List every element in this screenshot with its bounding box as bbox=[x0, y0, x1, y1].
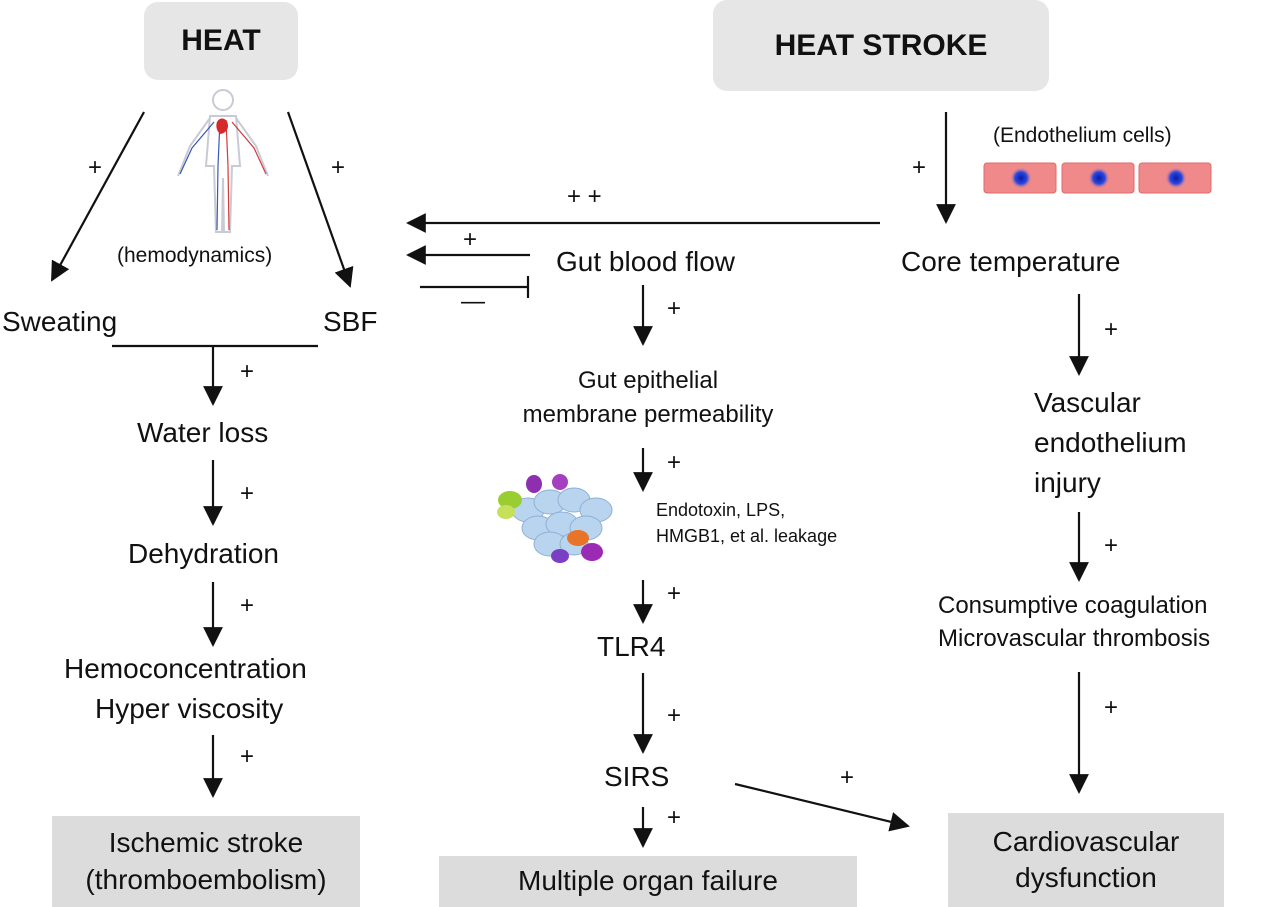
arrow-heat-to-sweating bbox=[51, 111, 145, 282]
plus-sign-hemoconc: + bbox=[240, 592, 255, 619]
endothelium-label: endothelium bbox=[1034, 427, 1187, 458]
tlr4-label: TLR4 bbox=[597, 631, 666, 662]
dysfunction-label: dysfunction bbox=[1015, 862, 1157, 893]
plus-sign-water-loss: + bbox=[240, 358, 255, 385]
endotoxin-line2-label: HMGB1, et al. leakage bbox=[656, 526, 838, 546]
plus-plus-sign: + + bbox=[567, 183, 602, 210]
heat-stroke-header-label: HEAT STROKE bbox=[774, 28, 988, 62]
hemoconcentration-label: Hemoconcentration bbox=[64, 653, 307, 684]
vascular-label: Vascular bbox=[1034, 387, 1141, 418]
dehydration-label: Dehydration bbox=[128, 538, 279, 569]
plus-sign-tlr4: + bbox=[667, 580, 682, 607]
thromboembolism-label: (thromboembolism) bbox=[85, 863, 327, 895]
membrane-permeability-label: membrane permeability bbox=[522, 401, 774, 428]
plus-sign-multiple-organ: + bbox=[667, 804, 682, 831]
minus-sign: — bbox=[461, 288, 485, 315]
sbf-label: SBF bbox=[323, 306, 378, 337]
injury-label: injury bbox=[1034, 467, 1101, 498]
plus-sign-ischemic: + bbox=[240, 743, 255, 770]
plus-sign-heat-sweating: + bbox=[88, 154, 103, 181]
multiple-organ-failure-label: Multiple organ failure bbox=[518, 865, 778, 897]
gut-epithelial-label: Gut epithelial bbox=[577, 367, 719, 394]
endothelium-cells-label: (Endothelium cells) bbox=[993, 124, 1172, 147]
heat-header: HEAT bbox=[144, 2, 298, 80]
arrow-sirs-to-cardio bbox=[734, 782, 910, 832]
endothelium-cells-figure bbox=[983, 162, 1212, 194]
plus-sign-dehydration: + bbox=[240, 480, 255, 507]
plus-sign-gut-sbf: + bbox=[463, 226, 478, 253]
arrow-heat-to-sbf bbox=[286, 111, 354, 288]
plus-sign-sirs-cardio: + bbox=[840, 764, 855, 791]
plus-sign-heat-sbf: + bbox=[331, 154, 346, 181]
plus-sign-endotoxin: + bbox=[667, 449, 682, 476]
heat-stroke-header: HEAT STROKE bbox=[713, 0, 1049, 91]
human-circulation-figure bbox=[177, 89, 269, 233]
endotoxin-line1-label: Endotoxin, LPS, bbox=[656, 500, 786, 520]
hyper-viscosity-label: Hyper viscosity bbox=[95, 693, 284, 724]
hemodynamics-label: (hemodynamics) bbox=[117, 244, 273, 267]
sirs-label: SIRS bbox=[604, 761, 670, 792]
plus-sign-consumptive: + bbox=[1104, 532, 1119, 559]
plus-sign-cardio: + bbox=[1104, 694, 1119, 721]
plus-sign-core-temp: + bbox=[912, 154, 927, 181]
plus-sign-sirs: + bbox=[667, 702, 682, 729]
multiple-organ-failure-box: Multiple organ failure bbox=[439, 856, 857, 907]
heat-header-label: HEAT bbox=[181, 24, 261, 57]
microvascular-thrombosis-label: Microvascular thrombosis bbox=[938, 625, 1211, 652]
plus-sign-vascular: + bbox=[1104, 316, 1119, 343]
cardiovascular-dysfunction-box: Cardiovascular dysfunction bbox=[948, 813, 1224, 907]
gut-blood-flow-label: Gut blood flow bbox=[556, 246, 735, 277]
ischemic-stroke-label: Ischemic stroke bbox=[108, 827, 304, 859]
cardiovascular-label: Cardiovascular bbox=[992, 825, 1180, 857]
core-temperature-label: Core temperature bbox=[901, 246, 1121, 277]
plus-sign-gut-epithelial: + bbox=[667, 295, 682, 322]
endotoxin-molecule-figure bbox=[497, 474, 613, 563]
sweating-label: Sweating bbox=[2, 306, 118, 337]
ischemic-stroke-box: Ischemic stroke (thromboembolism) bbox=[52, 816, 360, 907]
water-loss-label: Water loss bbox=[137, 417, 269, 448]
consumptive-coagulation-label: Consumptive coagulation bbox=[938, 592, 1208, 619]
